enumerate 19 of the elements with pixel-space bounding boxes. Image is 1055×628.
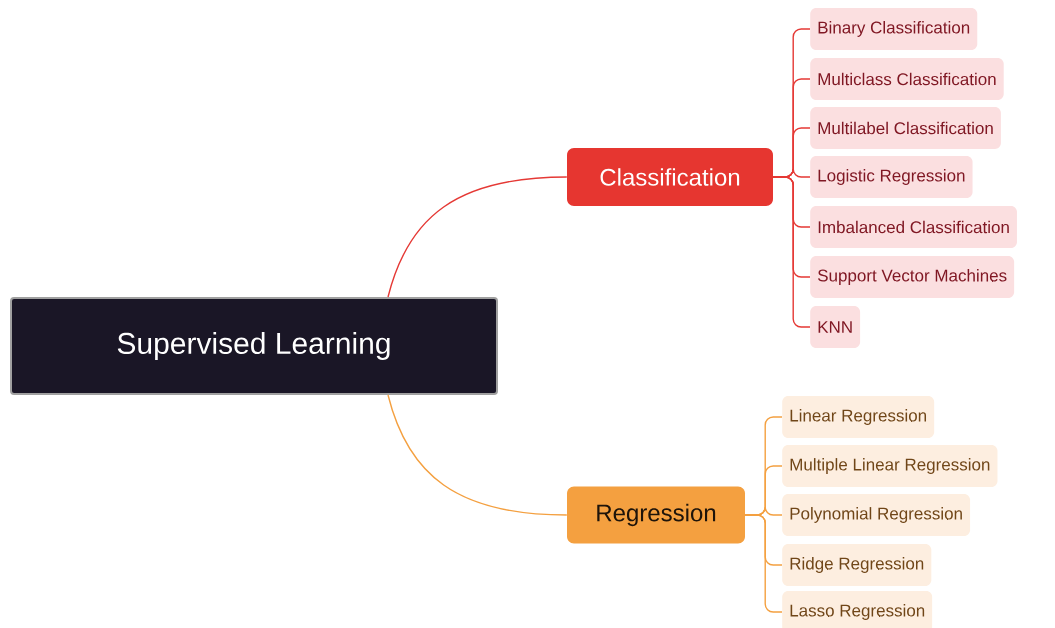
branch-topic-box: Classification: [567, 148, 773, 206]
branch-topic-box: Regression: [567, 486, 745, 544]
root-topic-box: Supervised Learning: [10, 297, 498, 395]
subtopic-connector: [772, 176, 811, 328]
branch-connector: [387, 176, 568, 298]
subtopic-box: Linear Regression: [782, 396, 935, 438]
subtopic-box: Lasso Regression: [782, 591, 933, 628]
subtopic-box: KNN: [810, 306, 861, 348]
subtopic-box: Polynomial Regression: [782, 494, 971, 536]
subtopic-box: Logistic Regression: [810, 156, 973, 198]
subtopic-box: Ridge Regression: [782, 544, 932, 586]
subtopic-box: Binary Classification: [810, 8, 978, 50]
subtopic-box: Multiclass Classification: [810, 58, 1004, 100]
subtopic-box: Multiple Linear Regression: [782, 445, 998, 487]
subtopic-box: Multilabel Classification: [810, 107, 1001, 149]
subtopic-box: Support Vector Machines: [810, 256, 1015, 298]
subtopic-connector: [744, 514, 783, 613]
subtopic-box: Imbalanced Classification: [810, 206, 1017, 248]
branch-connector: [387, 394, 568, 516]
